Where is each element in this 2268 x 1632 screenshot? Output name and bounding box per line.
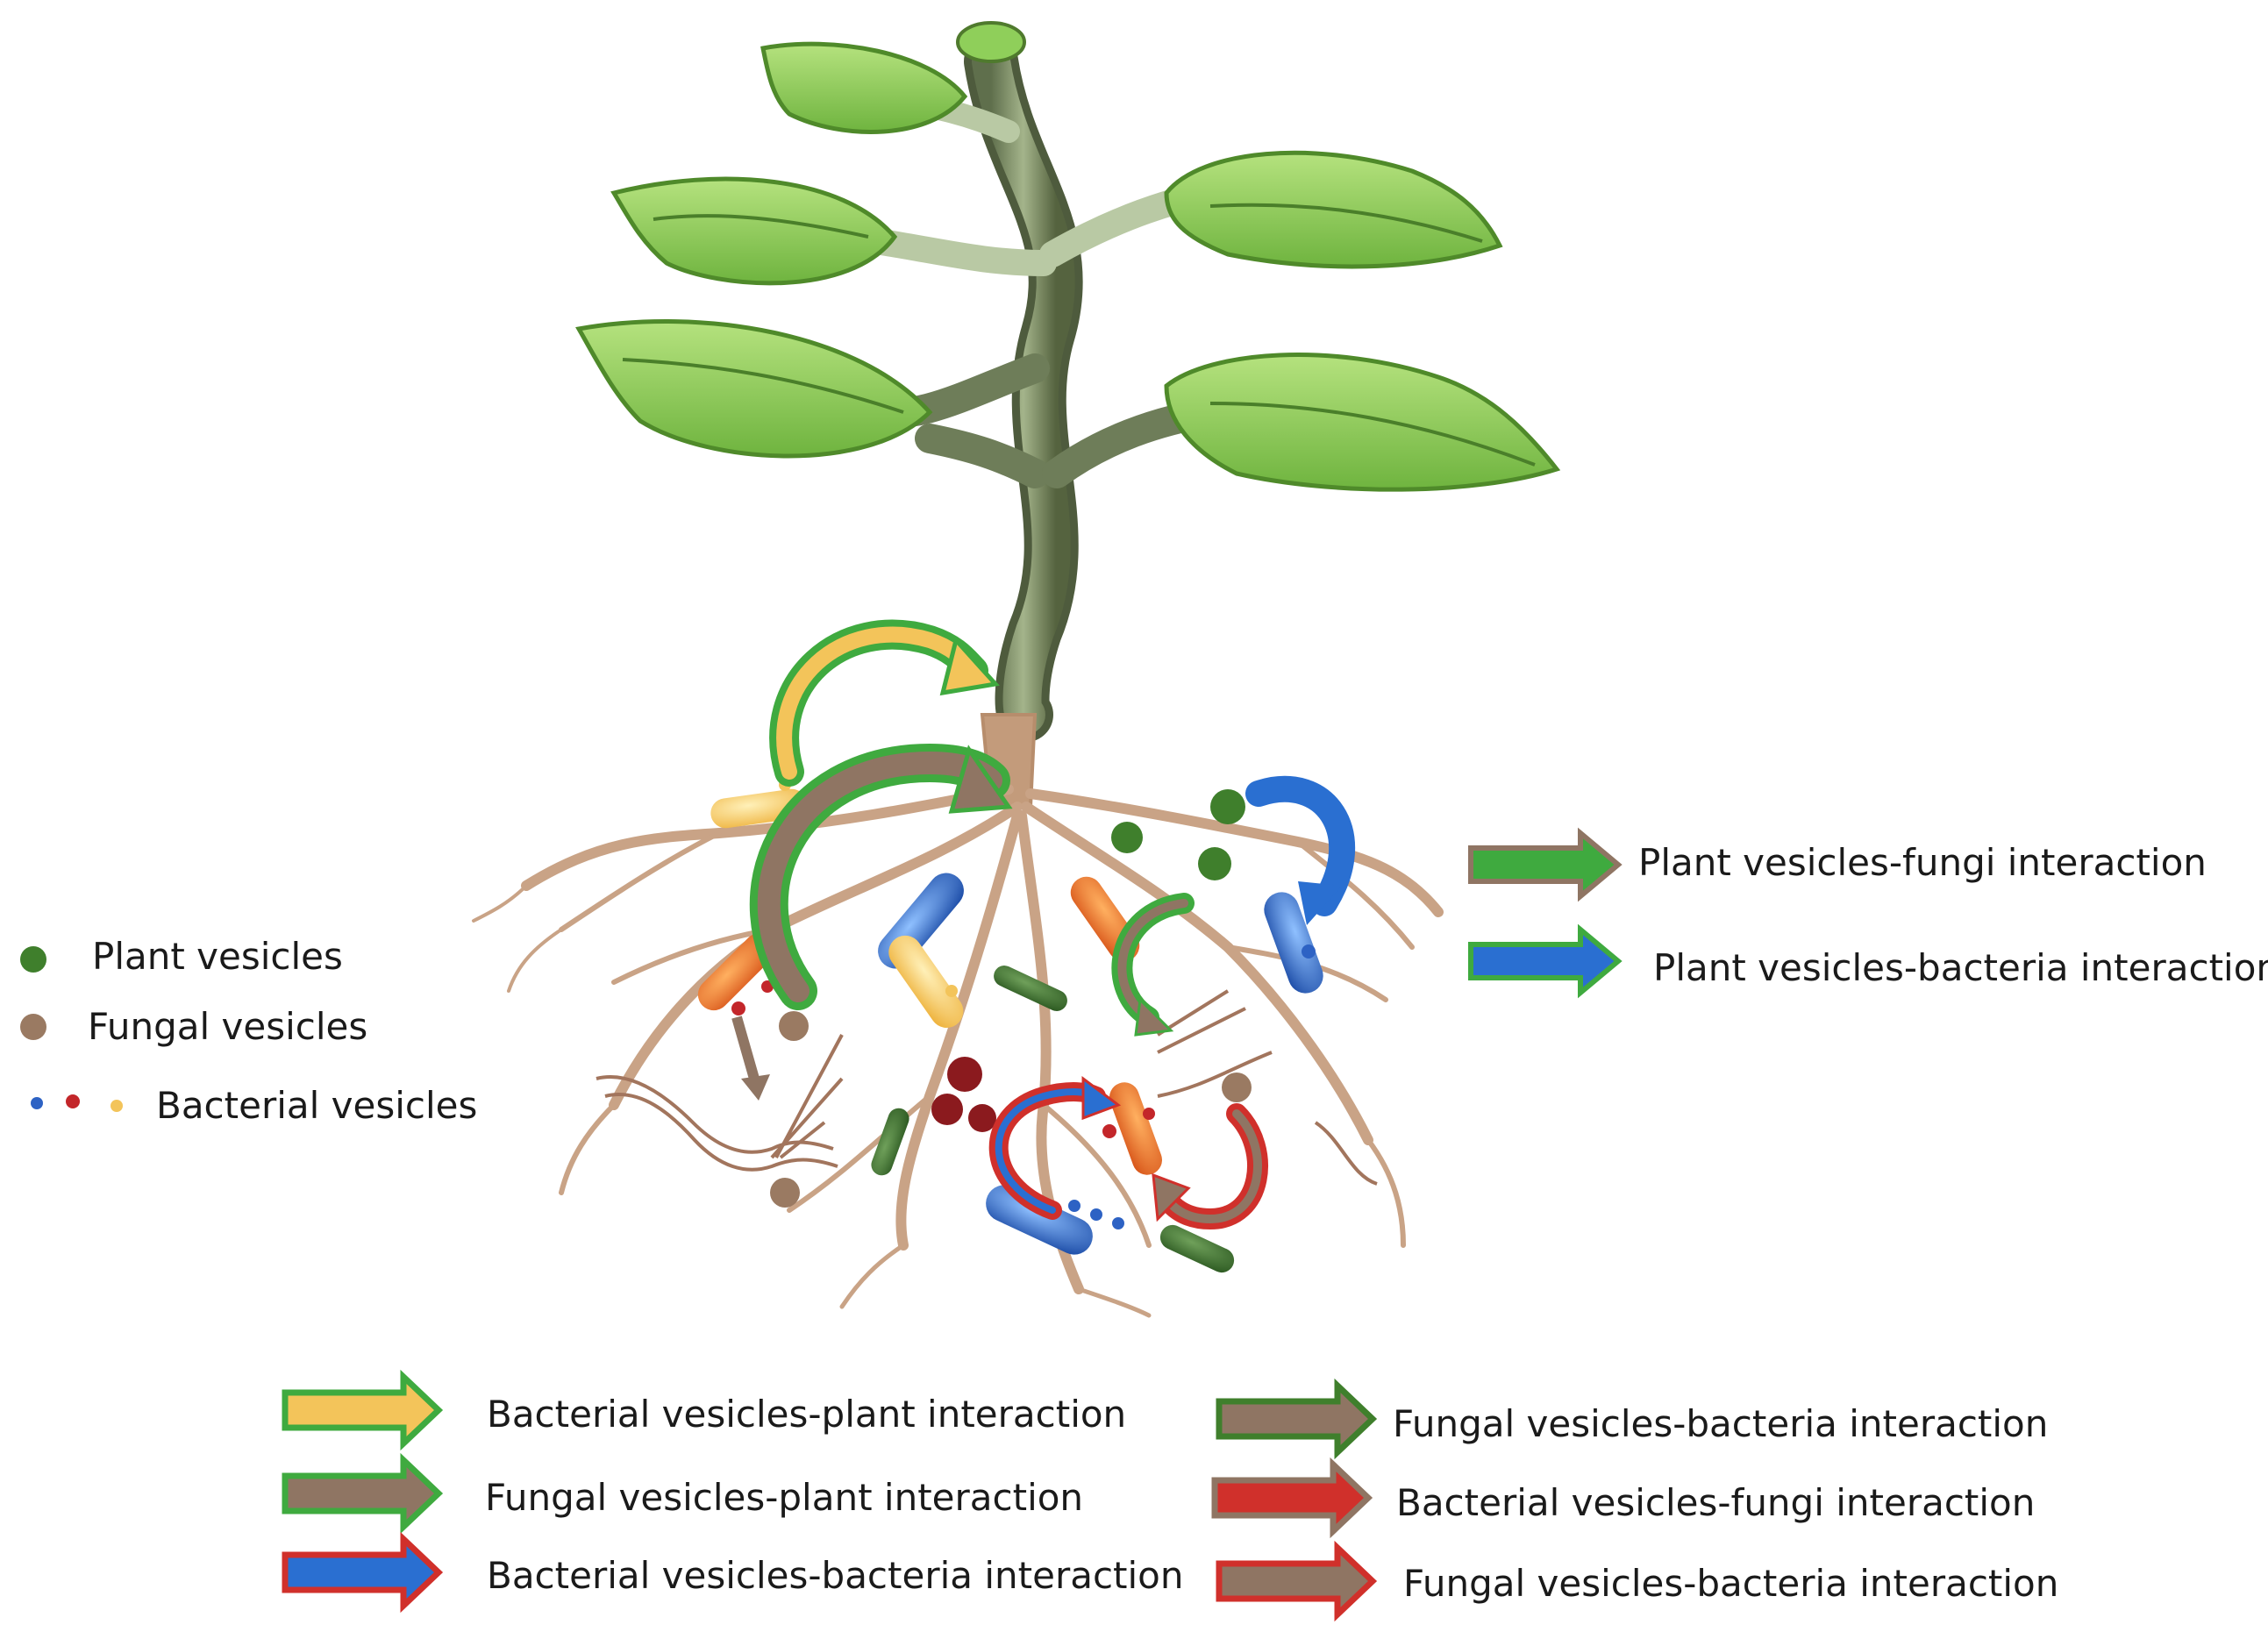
legend-arrow-bacterial-plant (282, 1369, 444, 1451)
bacterial-bacteria-label: Bacterial vesicles-bacteria interaction (487, 1554, 1184, 1597)
legend-arrow-fungal-bacteria-2 (1216, 1540, 1378, 1622)
scene-vesicles (731, 779, 1316, 1229)
scene-arrows (731, 619, 1356, 1230)
legend-arrow-bacterial-bacteria (282, 1531, 444, 1614)
bacterial-fungi-label: Bacterial vesicles-fungi interaction (1396, 1481, 2036, 1524)
plant-bacteria-label: Plant vesicles-bacteria interaction (1653, 946, 2268, 989)
plant-fungi-label: Plant vesicles-fungi interaction (1638, 841, 2207, 884)
legend-arrow-plant-bacteria (1468, 923, 1623, 999)
bacterial-vesicle-marker-red (66, 1094, 80, 1108)
legend-arrows (282, 827, 1623, 1622)
legend-arrow-plant-fungi (1468, 827, 1623, 902)
stem (829, 21, 1225, 743)
bacterial-vesicles-label: Bacterial vesicles (156, 1084, 478, 1127)
bacteria (697, 788, 1323, 1273)
vesicle-legend-markers (20, 946, 123, 1112)
legend-arrow-bacterial-fungi (1211, 1457, 1373, 1539)
plant-vesicle-marker (20, 946, 46, 973)
bacterial-plant-label: Bacterial vesicles-plant interaction (487, 1393, 1127, 1436)
bacterial-vesicle-marker-blue (31, 1097, 43, 1109)
legend-arrow-fungal-bacteria-1 (1216, 1378, 1378, 1460)
fungal-vesicle-marker (20, 1014, 46, 1040)
fungal-plant-label: Fungal vesicles-plant interaction (485, 1476, 1084, 1519)
legend-arrow-fungal-plant (282, 1452, 444, 1535)
fungal-bacteria-label-2: Fungal vesicles-bacteria interaction (1403, 1562, 2059, 1605)
plant-vesicles-label: Plant vesicles (92, 935, 343, 978)
leaves (575, 41, 1561, 492)
fungal-vesicles-label: Fungal vesicles (88, 1005, 368, 1048)
fungal-bacteria-label-1: Fungal vesicles-bacteria interaction (1393, 1402, 2049, 1445)
bacterial-vesicle-marker-yellow (111, 1100, 123, 1112)
